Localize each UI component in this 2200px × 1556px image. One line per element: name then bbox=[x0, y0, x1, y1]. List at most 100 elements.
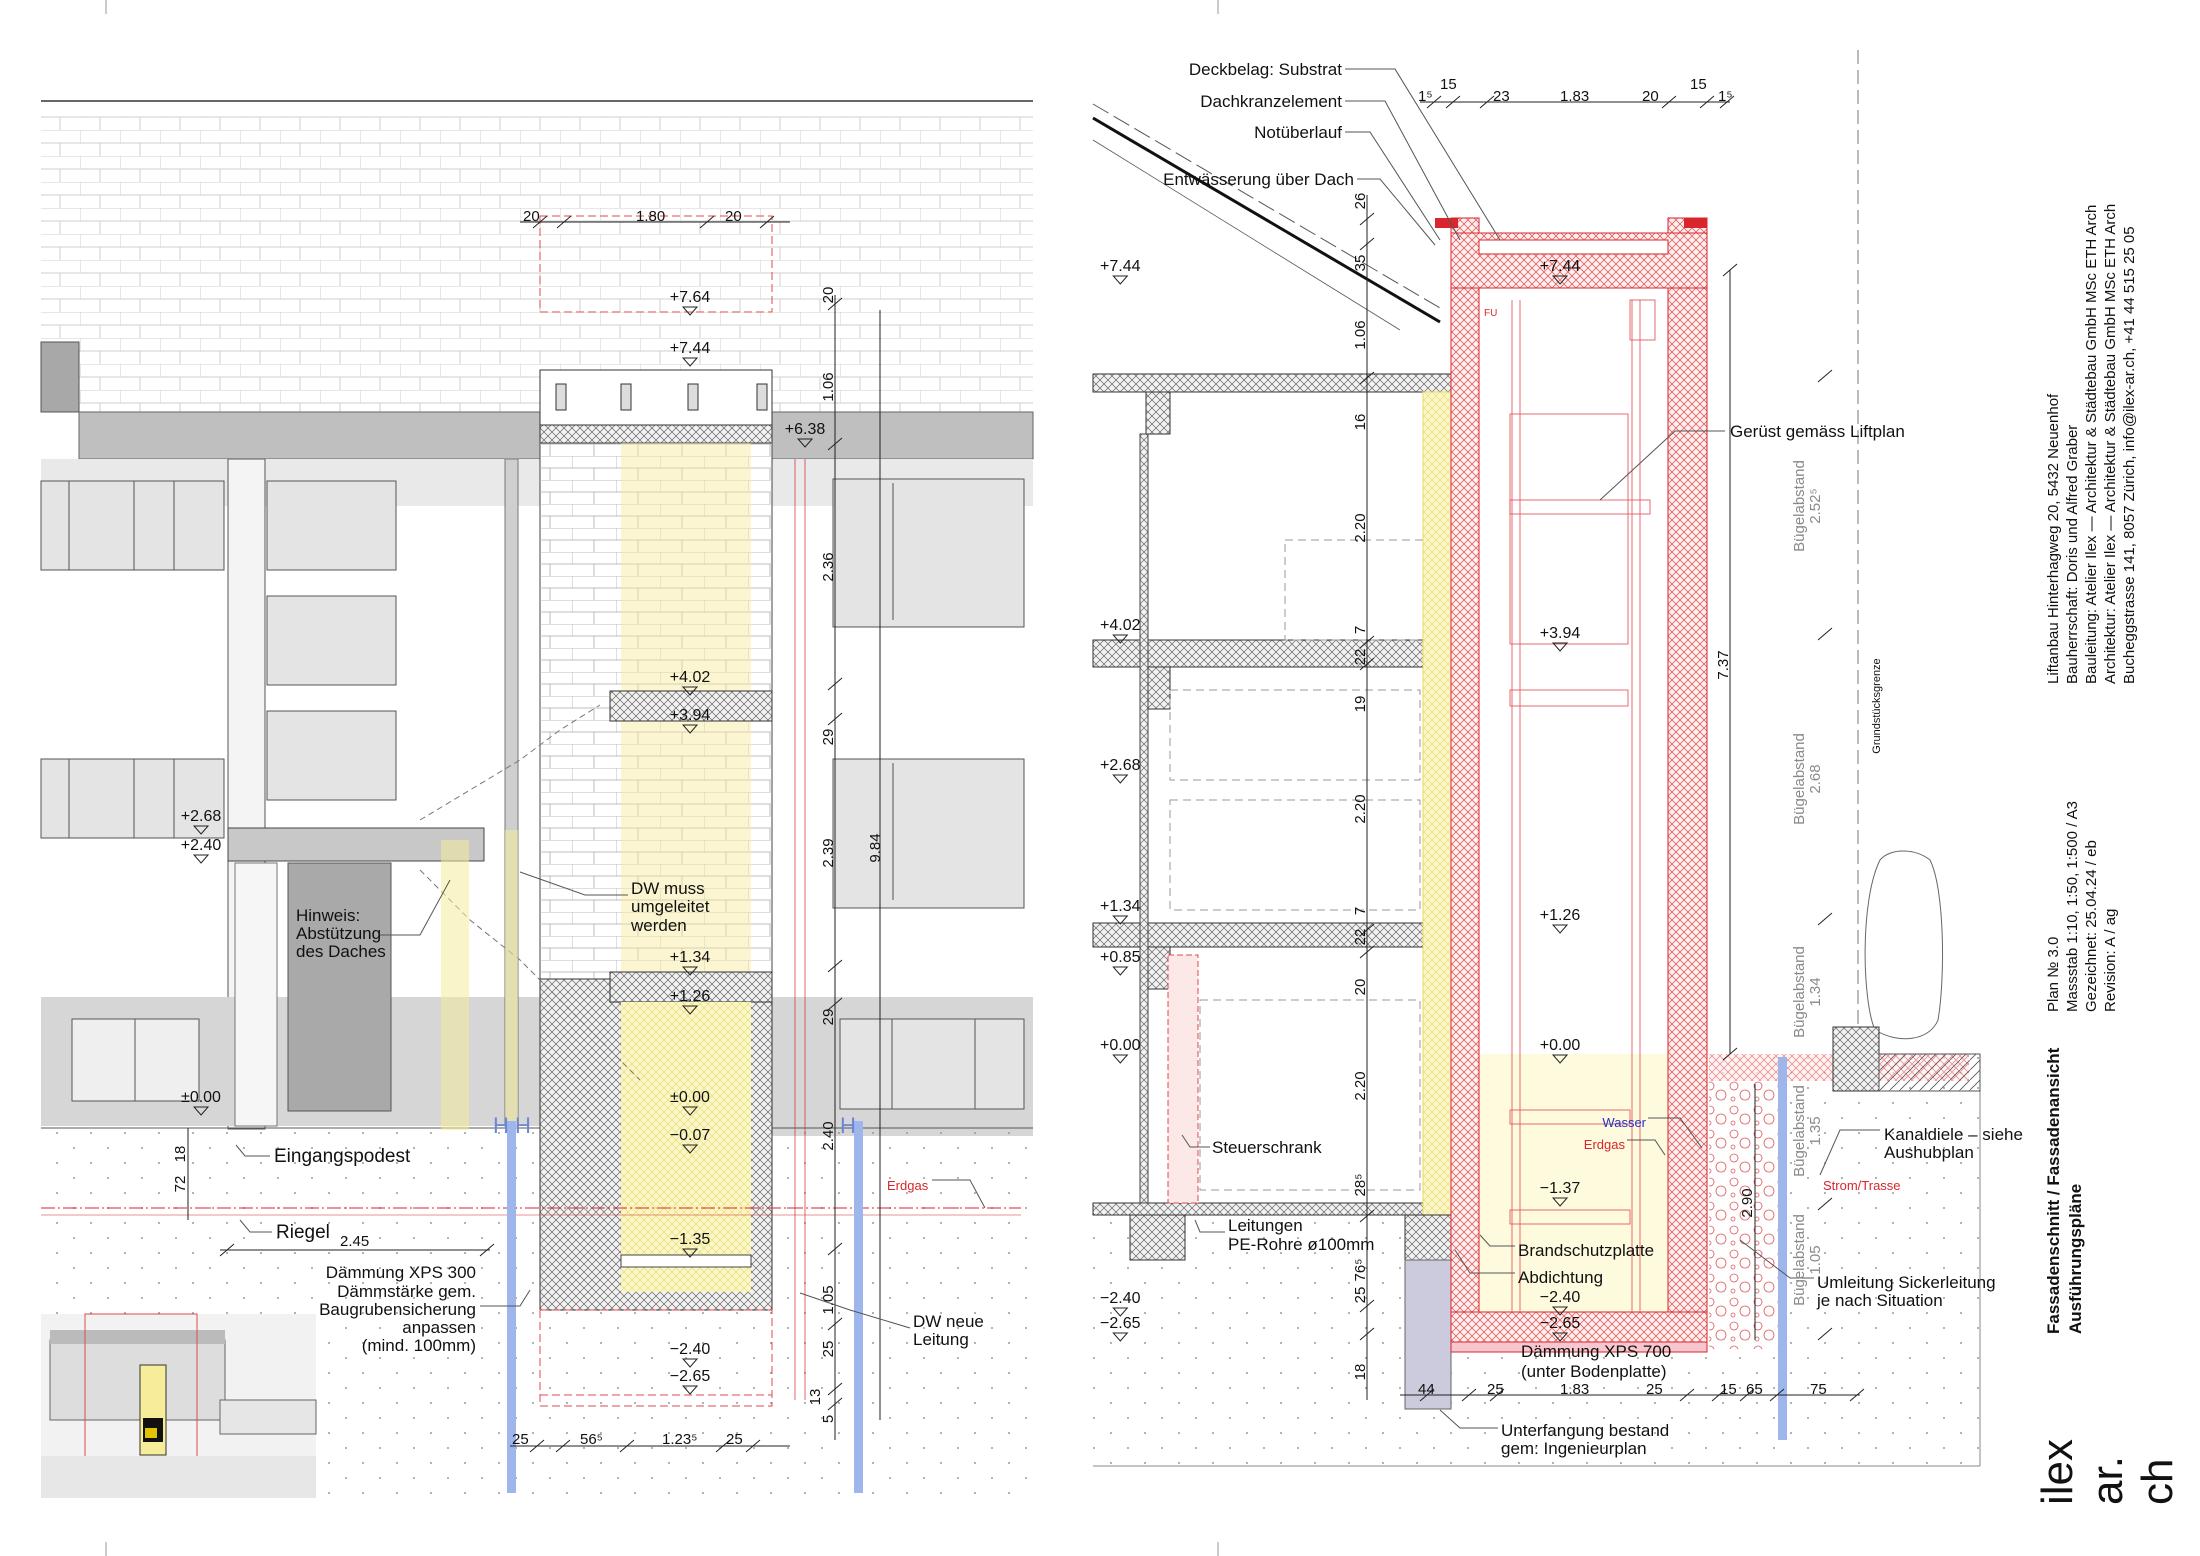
note-daemmung: anpassen bbox=[402, 1318, 476, 1337]
buegel-value: 1.34 bbox=[1807, 977, 1824, 1006]
entrance-door bbox=[287, 862, 392, 1112]
level-marker-icon bbox=[1551, 1332, 1569, 1342]
glass-block-wall bbox=[234, 862, 278, 1127]
level-marker-icon bbox=[1112, 1054, 1129, 1064]
lift-shaft-section bbox=[1435, 217, 1708, 1353]
title-block: Liftanbau Hinterhagweg 20, 5432 Neuenhof… bbox=[2033, 204, 2182, 1505]
note-dw-neue: DW neue bbox=[913, 1312, 984, 1331]
level-marker-icon bbox=[681, 686, 699, 696]
dim: 44 bbox=[1418, 1381, 1435, 1398]
dim: 1.05 bbox=[820, 1285, 837, 1314]
callout-dachkranz: Dachkranzelement bbox=[1200, 92, 1342, 111]
facade-notes: Hinweis: Abstützung des Daches DW muss u… bbox=[274, 879, 984, 1355]
level-marker-icon bbox=[192, 825, 210, 835]
dim: 7 bbox=[1352, 907, 1369, 915]
dim: 19 bbox=[1352, 696, 1369, 713]
section-dimensions: 1⁵ 15 23 1.83 20 15 1⁵ 26 35 1.06 16 2.2… bbox=[1352, 76, 1827, 1398]
dim: 1.80 bbox=[636, 208, 665, 225]
dim: 1.83 bbox=[1560, 88, 1589, 105]
facade-levels: +7.64 +7.44 +6.38 +4.02 +3.94 +2.68 +2.4… bbox=[181, 289, 826, 1385]
sheet-title: Fassadenschnitt / Fassadenansicht bbox=[2044, 1047, 2063, 1334]
dim: 20 bbox=[725, 208, 742, 225]
dim: 29 bbox=[820, 1009, 837, 1026]
note-dw-muss: DW muss bbox=[631, 879, 705, 898]
level-label: +1.26 bbox=[1540, 907, 1581, 924]
dim: 16 bbox=[1352, 414, 1369, 431]
project-line: Bauherrschaft: Doris und Alfred Graber bbox=[2064, 425, 2081, 684]
level-label: −2.65 bbox=[1540, 1315, 1581, 1332]
buegel-value: 2.68 bbox=[1807, 764, 1824, 793]
plan-line: Revision: A / ag bbox=[2102, 909, 2119, 1012]
lift-shaft-elevation bbox=[539, 215, 773, 1407]
facade-elevation: H H H bbox=[40, 100, 1034, 1498]
note-hinweis: Abstützung bbox=[296, 924, 381, 943]
callout-strom: Strom/Trasse bbox=[1823, 1178, 1901, 1193]
site-thumbnail bbox=[41, 1313, 317, 1498]
plan-line: Massstab 1:10, 1:50, 1:500 / A3 bbox=[2064, 801, 2081, 1012]
level-label: +6.38 bbox=[785, 421, 826, 438]
drainage-gravel bbox=[1709, 1081, 1778, 1349]
note-erdgas: Erdgas bbox=[887, 1178, 929, 1193]
level-label: +7.44 bbox=[1540, 258, 1581, 275]
level-label: +2.68 bbox=[1100, 757, 1141, 774]
dim: 35 bbox=[1352, 255, 1369, 272]
dim: 1.06 bbox=[820, 372, 837, 401]
note-dw-muss: werden bbox=[630, 916, 687, 935]
leader-lines bbox=[1181, 68, 1880, 1429]
note-hinweis: Hinweis: bbox=[296, 906, 360, 925]
buegel-value: 1.35 bbox=[1807, 1116, 1824, 1145]
note-daemmung: Dämmstärke gem. bbox=[337, 1282, 476, 1301]
dim: 18 bbox=[172, 1146, 189, 1163]
logo-line: ch bbox=[2133, 1459, 2182, 1505]
crop-marks bbox=[105, 0, 1219, 1556]
callout-abdichtung: Abdichtung bbox=[1518, 1268, 1603, 1287]
callout-umleitung: Umleitung Sickerleitung bbox=[1817, 1273, 1996, 1292]
window bbox=[832, 478, 1025, 1110]
dim: 5 bbox=[820, 1415, 837, 1423]
beam-h-icon: H bbox=[840, 1113, 856, 1138]
dim: 25 bbox=[726, 1431, 743, 1448]
dimension-lines bbox=[1359, 95, 1865, 1402]
dim: 20 bbox=[1642, 88, 1659, 105]
level-markers bbox=[192, 275, 1569, 1395]
buegel-value: 2.52⁵ bbox=[1807, 488, 1824, 523]
dim: 20 bbox=[1352, 979, 1369, 996]
level-label: ±0.00 bbox=[670, 1089, 710, 1106]
beam-h-icon: H H bbox=[493, 1113, 531, 1138]
dim: 2.40 bbox=[820, 1121, 837, 1150]
dim: 15 bbox=[1440, 76, 1457, 93]
level-marker-icon bbox=[1551, 1306, 1569, 1316]
level-marker-icon bbox=[1551, 642, 1569, 652]
callout-wasser: Wasser bbox=[1602, 1115, 1646, 1130]
dim: 1.83 bbox=[1560, 1381, 1589, 1398]
dim: 22 bbox=[1352, 649, 1369, 666]
note-hinweis: des Daches bbox=[296, 942, 386, 961]
level-marker-icon bbox=[681, 357, 699, 367]
project-line: Bucheggstrasse 141, 8057 Zürich, info@il… bbox=[2121, 226, 2138, 684]
callout-fu: FU bbox=[1484, 308, 1497, 319]
callout-erdgas: Erdgas bbox=[1584, 1137, 1626, 1152]
dimension-lines bbox=[187, 215, 881, 1453]
level-marker-icon bbox=[681, 1385, 699, 1395]
level-marker-icon bbox=[681, 724, 699, 734]
note-dw-muss: umgeleitet bbox=[631, 897, 710, 916]
buegel-label: Bügelabstand bbox=[1791, 460, 1808, 552]
dim: 1⁵ bbox=[1418, 88, 1433, 105]
level-marker-icon bbox=[681, 306, 699, 316]
dim: 2.36 bbox=[820, 552, 837, 581]
window bbox=[40, 480, 225, 839]
level-marker-icon bbox=[681, 1248, 699, 1258]
level-label: +7.44 bbox=[1100, 258, 1141, 275]
callout-kanaldiele: Kanaldiele – siehe bbox=[1884, 1125, 2023, 1144]
level-label: −0.07 bbox=[670, 1127, 711, 1144]
callout-deckbelag: Deckbelag: Substrat bbox=[1189, 60, 1342, 79]
level-label: −2.65 bbox=[670, 1368, 711, 1385]
project-line: Liftanbau Hinterhagweg 20, 5432 Neuenhof bbox=[2045, 393, 2062, 684]
buegel-label: Bügelabstand bbox=[1791, 946, 1808, 1038]
dim: 25 bbox=[512, 1431, 529, 1448]
note-dw-neue: Leitung bbox=[913, 1330, 969, 1349]
note-daemmung: (mind. 100mm) bbox=[362, 1336, 476, 1355]
dim: 25 bbox=[820, 1341, 837, 1358]
leader-lines bbox=[235, 871, 986, 1329]
